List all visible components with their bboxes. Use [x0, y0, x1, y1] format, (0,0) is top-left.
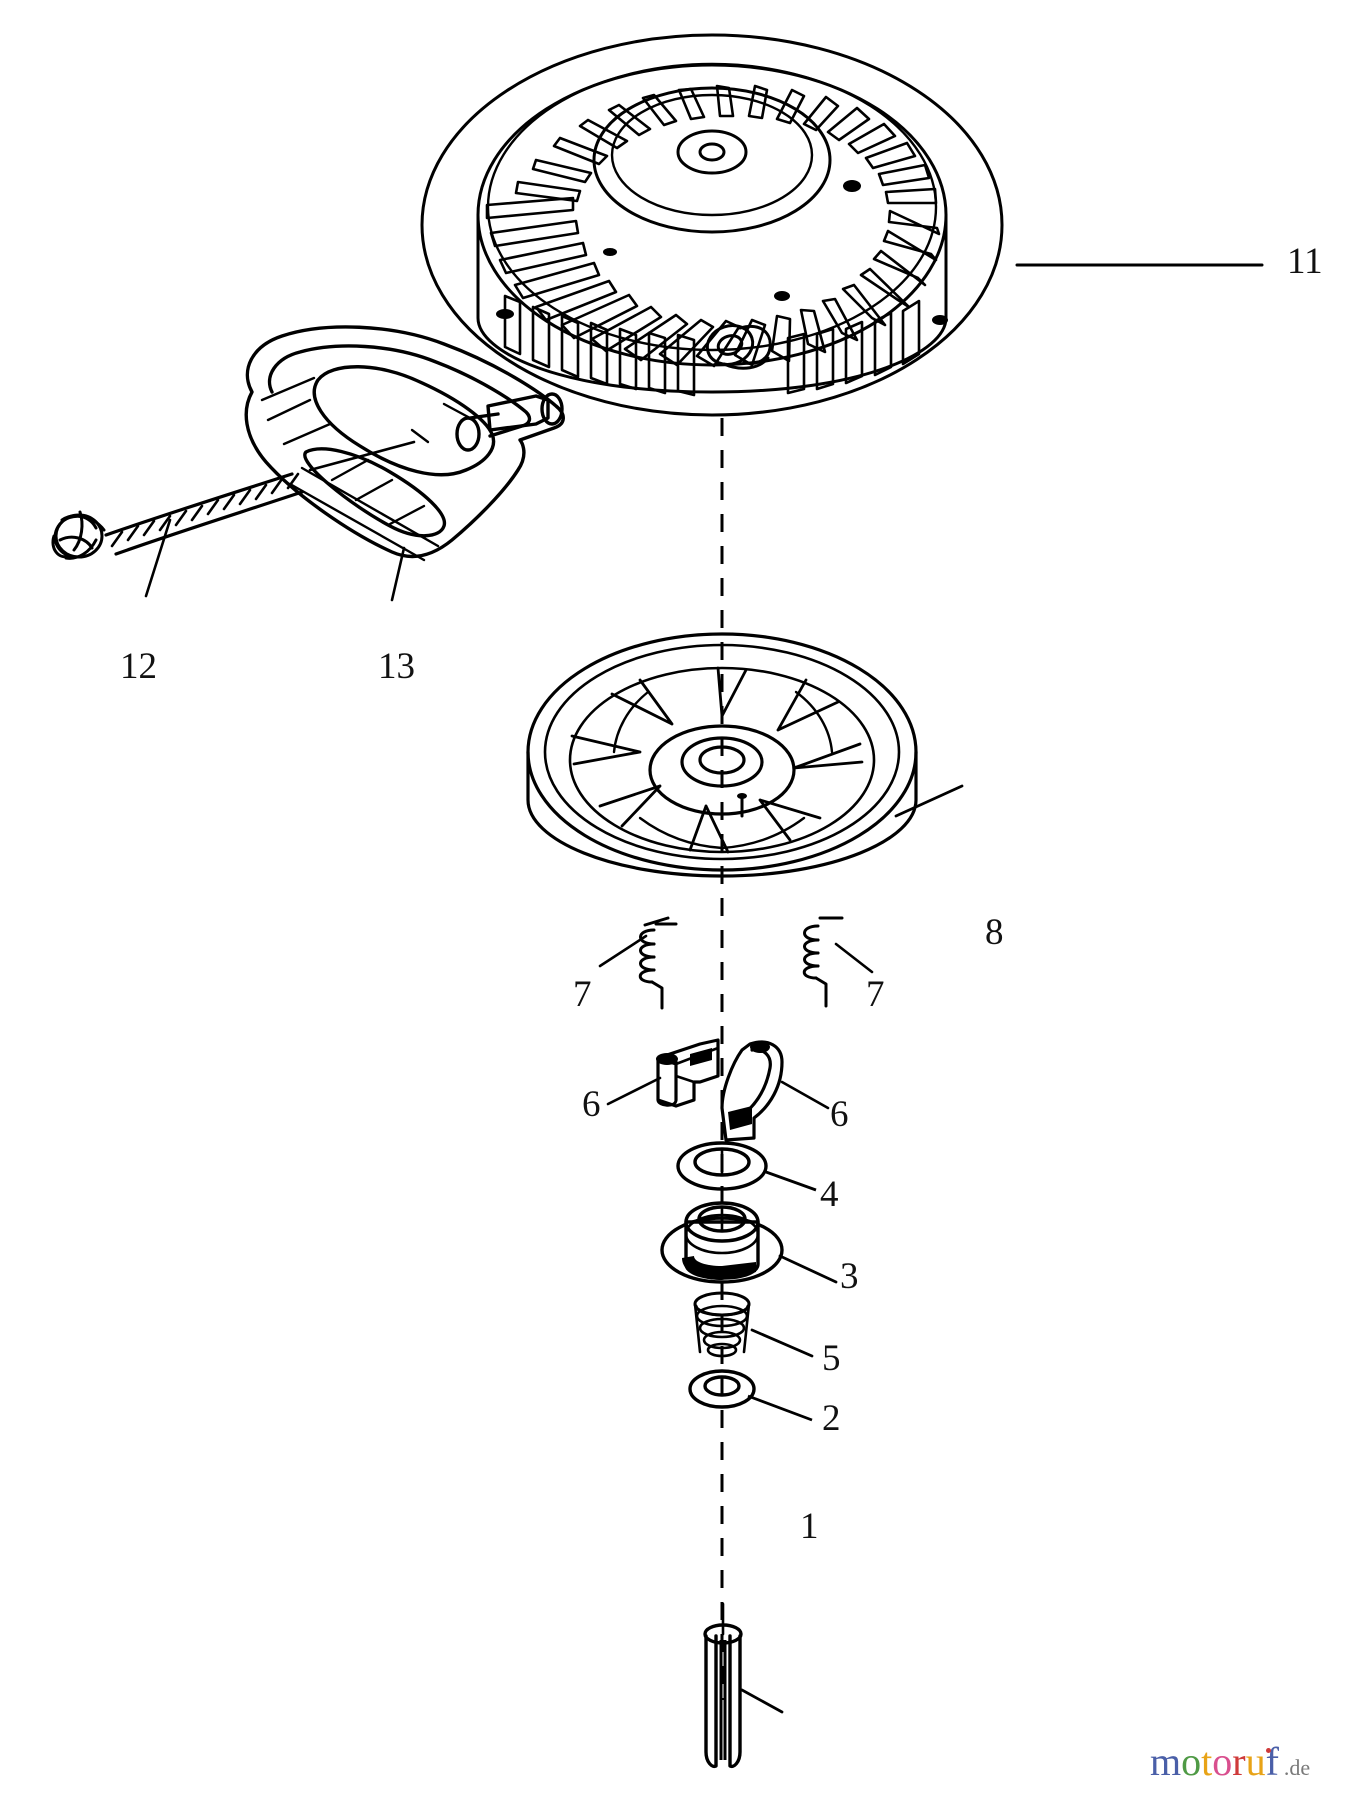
- watermark-letter-r: r: [1232, 1739, 1246, 1784]
- callout-label-6-left: 6: [582, 1084, 601, 1125]
- watermark-suffix: .de: [1283, 1755, 1311, 1780]
- part-recoil-starter-housing: [420, 33, 1264, 417]
- part-pawl-left: [606, 1038, 720, 1108]
- callout-label-13: 13: [378, 646, 415, 687]
- part-starter-rope: [51, 472, 304, 598]
- leader-line-1: [740, 1688, 784, 1714]
- watermark-letter-t: t: [1201, 1739, 1213, 1784]
- callout-label-12: 12: [120, 646, 157, 687]
- watermark-letter-o2: o: [1212, 1739, 1233, 1784]
- callout-label-6-right: 6: [830, 1094, 849, 1135]
- part-starter-handle: [244, 325, 565, 602]
- leader-line-2: [747, 1394, 813, 1422]
- callout-label-2: 2: [822, 1398, 841, 1439]
- leader-line-5: [750, 1328, 814, 1358]
- part-pawl-spring-left: [598, 916, 678, 1010]
- watermark-letter-m: m: [1150, 1739, 1182, 1784]
- callout-label-5: 5: [822, 1338, 841, 1379]
- leader-line-12: [144, 518, 172, 598]
- part-washer-2: [688, 1369, 813, 1422]
- leader-line-6-left: [606, 1076, 662, 1106]
- watermark-motoruf: motoruf.de: [1150, 1742, 1310, 1782]
- callout-label-1: 1: [800, 1506, 819, 1547]
- leader-line-8: [894, 784, 964, 818]
- leader-line-7-right: [834, 942, 874, 974]
- part-rope-pulley: [526, 632, 964, 878]
- callout-label-4: 4: [820, 1174, 839, 1215]
- callout-label-8: 8: [985, 912, 1004, 953]
- watermark-letter-u: u: [1245, 1739, 1266, 1784]
- leader-line-6-right: [780, 1080, 830, 1110]
- part-brake-retainer: [660, 1201, 838, 1284]
- part-pawl-spring-right: [802, 916, 874, 1008]
- part-washer-4: [676, 1141, 817, 1192]
- part-pawl-right: [720, 1040, 830, 1142]
- callout-label-3: 3: [840, 1256, 859, 1297]
- leader-line-7-left: [598, 934, 648, 968]
- watermark-letter-o1: o: [1181, 1739, 1202, 1784]
- callout-label-11: 11: [1287, 241, 1323, 282]
- watermark-dot-icon: [1265, 1748, 1271, 1753]
- part-roll-pin: [703, 1602, 784, 1769]
- callout-label-7-left: 7: [573, 974, 592, 1015]
- leader-line-4: [765, 1170, 817, 1192]
- leader-line-13: [390, 546, 406, 602]
- leader-line-3: [778, 1254, 838, 1284]
- callout-label-7-right: 7: [866, 974, 885, 1015]
- part-brake-spring: [693, 1291, 814, 1358]
